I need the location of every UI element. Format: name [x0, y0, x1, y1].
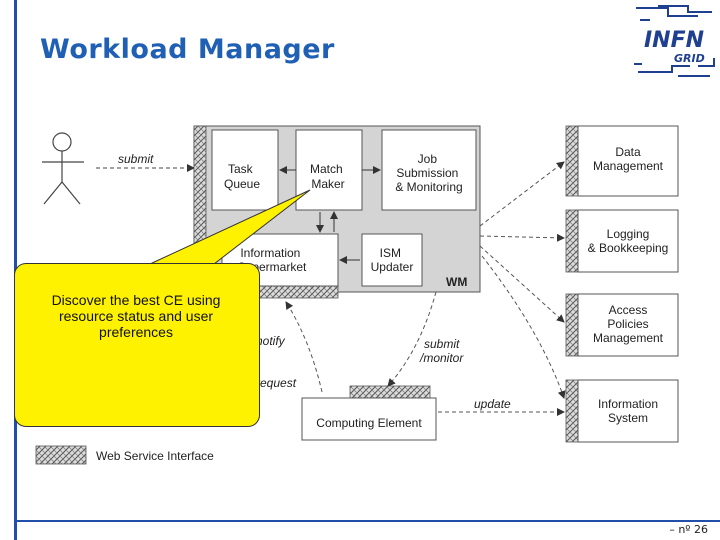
- ism-updater-label: ISM Updater: [371, 246, 414, 274]
- bottom-border-line: [14, 520, 720, 522]
- job-submission-label: Job Submission & Monitoring: [395, 152, 462, 194]
- logo-circuit-lines: [634, 5, 715, 77]
- callout-bubble: [14, 263, 260, 427]
- infn-grid-logo: INFN GRID: [628, 2, 720, 80]
- callout-text: Discover the best CE using resource stat…: [51, 292, 221, 340]
- internal-arrows: [279, 166, 381, 264]
- submit-arrow-label: submit: [118, 152, 154, 166]
- update-arrow-label: update: [474, 397, 511, 411]
- slide-title: Workload Manager: [40, 34, 335, 65]
- legend-hatch-swatch: [35, 445, 87, 465]
- job-submission-box: [381, 129, 477, 211]
- logging-bookkeeping-service: Logging& Bookkeeping: [565, 209, 679, 273]
- computing-element: Computing Element: [301, 385, 437, 441]
- request-arrow-label: request: [256, 376, 297, 390]
- task-queue-box: [211, 129, 279, 211]
- user-actor-icon: [42, 132, 84, 205]
- match-maker-box: [295, 129, 363, 211]
- svg-text:Computing Element: Computing Element: [316, 416, 422, 430]
- legend-label: Web Service Interface: [96, 449, 214, 463]
- task-queue-label: Task Queue: [224, 162, 260, 191]
- ism-updater-box: [361, 233, 423, 287]
- logo-infn-text: INFN: [644, 28, 705, 53]
- svg-text:Logging& Bookkeeping: Logging& Bookkeeping: [588, 227, 669, 255]
- wm-label: WM: [446, 275, 467, 289]
- page-number: – nº 26: [669, 523, 708, 536]
- notify-arrow-label: notify: [256, 334, 286, 348]
- logo-grid-text: GRID: [674, 52, 705, 65]
- match-maker-label: Match Maker: [310, 162, 346, 191]
- service-arrows: [285, 161, 566, 416]
- submit-monitor-arrow-label: submit /monitor: [419, 337, 464, 365]
